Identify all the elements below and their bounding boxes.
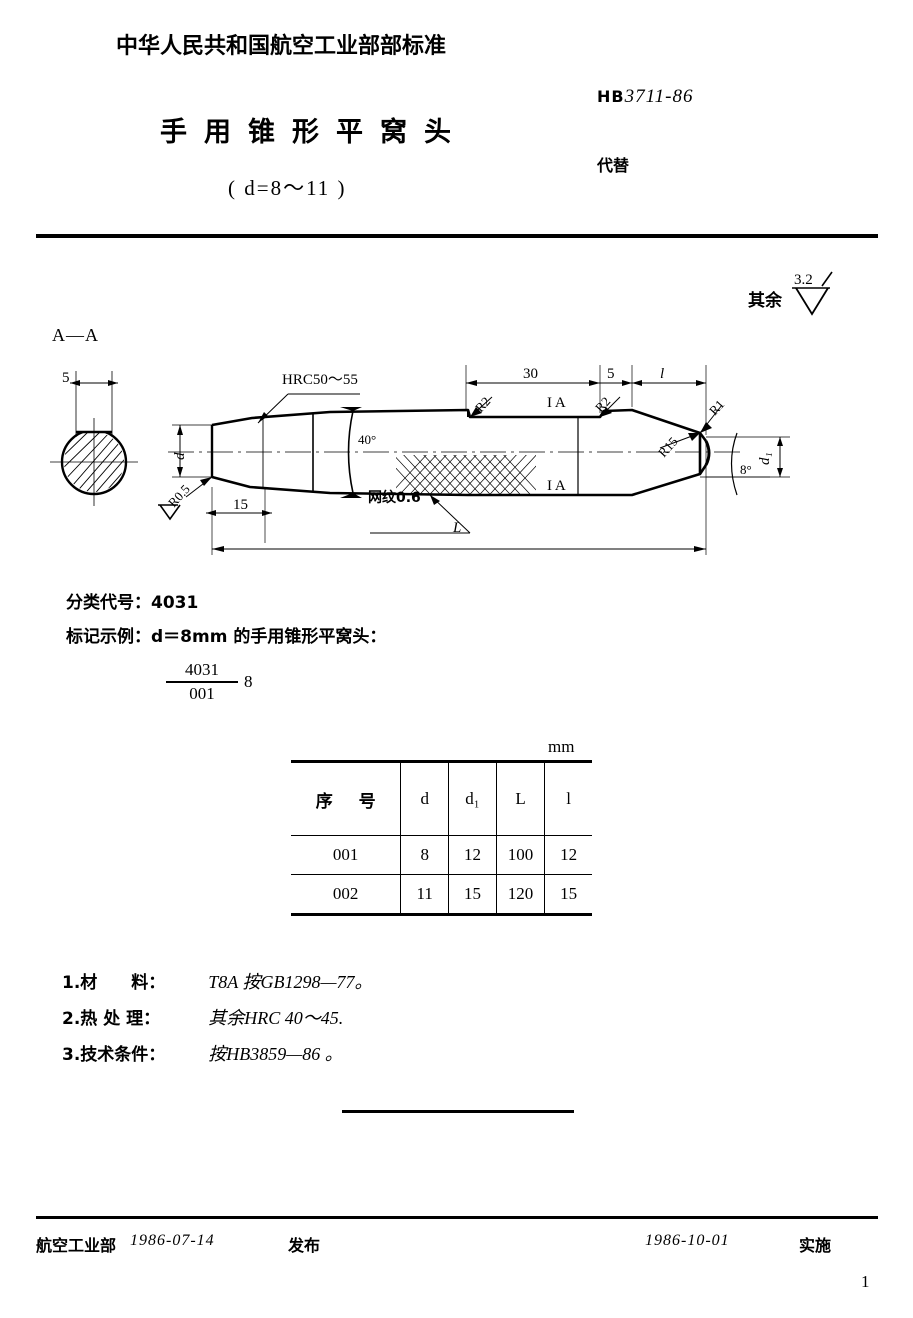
table-header-L: L xyxy=(495,760,546,836)
angle-40-label: 40° xyxy=(358,432,377,447)
page-subtitle: ( d=8～11 ) xyxy=(228,176,347,200)
footer-divider xyxy=(36,1216,878,1219)
table-cell-seq: 001 xyxy=(291,835,402,875)
footer-issue-date: 1986-07-14 xyxy=(130,1232,215,1249)
table-header-seq: 序 号 xyxy=(291,760,402,836)
note-item: 2.热 处 理： 其余HRC 40～45. xyxy=(62,1004,372,1030)
table-row: 001 8 12 100 12 xyxy=(291,835,592,875)
document-number-prefix: HB xyxy=(597,87,625,106)
organization-title: 中华人民共和国航空工业部部标准 xyxy=(116,34,447,59)
note-label: 热 处 理： xyxy=(80,1009,161,1029)
main-elevation-view xyxy=(158,365,790,555)
length-15-label: 15 xyxy=(233,497,248,513)
diameter-d-label: d xyxy=(172,452,188,461)
surface-finish-label: 其余 xyxy=(748,291,782,311)
table-cell-d: 8 xyxy=(400,835,450,875)
header-divider xyxy=(36,234,878,238)
document-number: HB3711-86 xyxy=(597,86,694,108)
hardness-note-label: HRC50～55 xyxy=(282,372,358,388)
table-cell-l: 12 xyxy=(544,835,592,875)
replaces-label: 代替 xyxy=(597,156,630,175)
dimension-table: 序 号 d d₁ L l 001 8 12 100 12 002 11 15 1… xyxy=(291,760,592,916)
footer-effective-date: 1986-10-01 xyxy=(645,1232,730,1249)
datum-a-bottom-label: I A xyxy=(547,478,566,494)
note-index: 1. xyxy=(62,973,81,993)
datum-a-top-label: I A xyxy=(547,395,566,411)
marking-fraction-suffix: 8 xyxy=(244,672,253,691)
angle-8-label: 8° xyxy=(740,462,752,477)
table-unit-label: mm xyxy=(548,737,575,756)
length-l-small-label: l xyxy=(660,366,665,382)
specification-block: 分类代号：4031 标记示例：d＝8mm 的手用锥形平窝头： xyxy=(66,588,386,656)
footer-effective-word: 实施 xyxy=(799,1236,832,1255)
table-cell-L: 100 xyxy=(495,835,546,875)
note-value: 按HB3859—86 。 xyxy=(208,1044,343,1064)
table-header-d1: d₁ xyxy=(448,760,497,836)
note-index: 2. xyxy=(62,1009,81,1029)
footer-issuer: 航空工业部 xyxy=(36,1236,117,1255)
length-30-label: 30 xyxy=(523,366,538,382)
table-cell-d1: 12 xyxy=(448,835,497,875)
content-end-divider xyxy=(342,1110,574,1113)
footer-issue-word: 发布 xyxy=(288,1236,321,1255)
table-header-l: l xyxy=(544,760,592,836)
table-row: 002 11 15 120 15 xyxy=(291,874,592,916)
page-number: 1 xyxy=(861,1272,870,1291)
knurling-pattern xyxy=(396,455,536,495)
note-item: 1.材 料： T8A 按GB1298—77。 xyxy=(62,968,372,994)
note-label: 技术条件： xyxy=(80,1045,166,1065)
diameter-d1-label: d₁ xyxy=(757,452,773,465)
marking-fraction: 4031 001 xyxy=(166,660,238,704)
section-view-aa xyxy=(50,371,138,506)
marking-example-line: 标记示例：d＝8mm 的手用锥形平窝头： xyxy=(66,627,387,647)
table-cell-l: 15 xyxy=(544,874,592,916)
table-header-d: d xyxy=(400,760,450,836)
knurling-note-label: 网纹0.6 xyxy=(368,490,421,506)
section-view-label: A—A xyxy=(52,325,99,345)
marking-fraction-bar xyxy=(166,681,238,683)
classification-code-line: 分类代号：4031 xyxy=(66,593,199,613)
surface-roughness-value: 3.2 xyxy=(794,272,813,288)
technical-drawing xyxy=(50,365,790,555)
table-cell-L: 120 xyxy=(495,874,546,916)
table-header-row: 序 号 d d₁ L l xyxy=(291,760,592,836)
table-cell-d: 11 xyxy=(400,874,450,916)
technical-notes: 1.材 料： T8A 按GB1298—77。 2.热 处 理： 其余HRC 40～4… xyxy=(62,968,372,1076)
note-value: T8A 按GB1298—77。 xyxy=(208,972,373,992)
page-title: 手用锥形平窝头 xyxy=(160,117,468,148)
note-index: 3. xyxy=(62,1045,81,1065)
length-L-label: L xyxy=(453,520,462,536)
marking-fraction-denominator: 001 xyxy=(189,684,215,703)
section-width-label: 5 xyxy=(62,370,70,386)
marking-fraction-numerator: 4031 xyxy=(185,660,219,679)
note-item: 3.技术条件： 按HB3859—86 。 xyxy=(62,1040,372,1066)
table-cell-d1: 15 xyxy=(448,874,497,916)
surface-finish-triangle-icon xyxy=(792,271,833,316)
note-label: 材 料： xyxy=(80,973,166,993)
document-number-value: 3711-86 xyxy=(624,86,694,107)
length-5-label: 5 xyxy=(607,366,615,382)
table-cell-seq: 002 xyxy=(291,874,402,916)
note-value: 其余HRC 40～45. xyxy=(208,1008,344,1028)
